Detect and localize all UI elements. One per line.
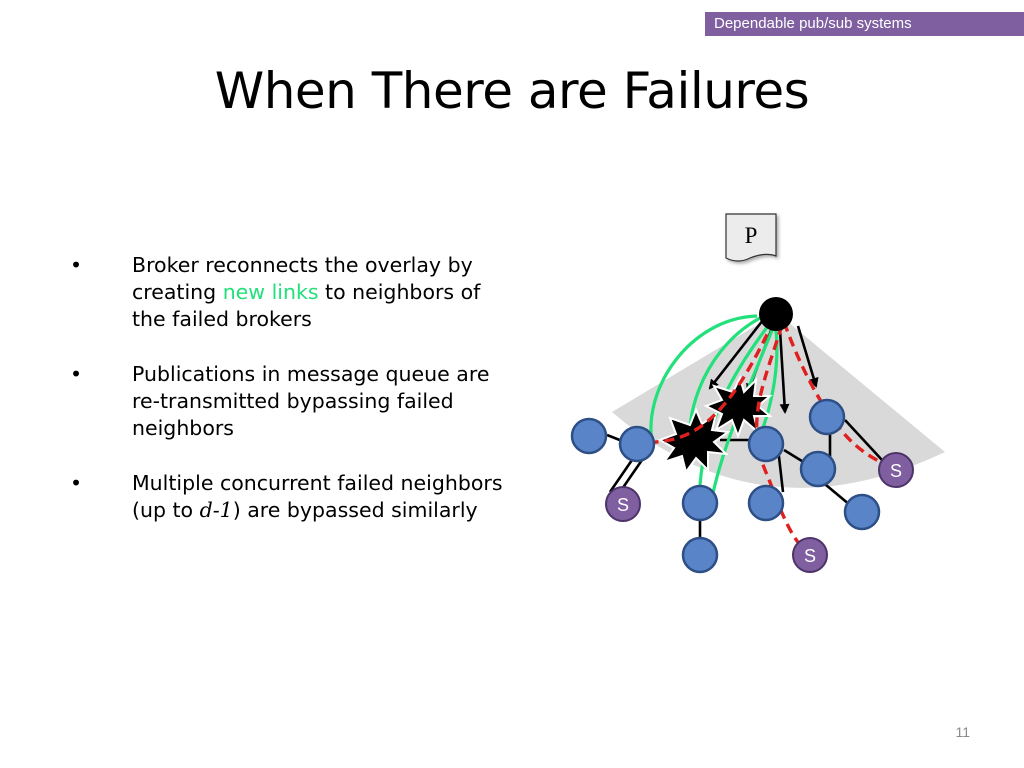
broker-node — [570, 417, 608, 455]
slide-title: When There are Failures — [214, 62, 810, 120]
failure-burst-icon — [657, 375, 773, 475]
broker-node — [618, 425, 656, 463]
broker-node — [681, 536, 719, 574]
bullet-text: Broker reconnects the overlay by creatin… — [132, 253, 473, 304]
subscriber-label: S — [617, 495, 629, 515]
broker-nodes — [570, 398, 881, 574]
new-links-highlight: new links — [222, 280, 319, 304]
broker-node — [747, 425, 785, 463]
bullet-text: Multiple concurrent failed neighbors (up… — [132, 471, 503, 522]
page-number: 11 — [955, 724, 970, 740]
publisher-document-icon — [725, 213, 777, 262]
broker-node — [843, 493, 881, 531]
bullet-item: Publications in message queue are re-tra… — [70, 361, 510, 442]
bullet-list: Broker reconnects the overlay by creatin… — [70, 252, 510, 552]
bullet-text: to neighbors of the failed brokers — [132, 280, 481, 331]
subscriber-label: S — [804, 546, 816, 566]
broker-node — [799, 450, 837, 488]
bullet-item: Multiple concurrent failed neighbors (up… — [70, 470, 510, 524]
broker-node — [808, 398, 846, 436]
bullet-text: Publications in message queue are re-tra… — [132, 362, 490, 440]
root-broker-node — [759, 297, 793, 331]
retransmission-paths — [639, 319, 896, 555]
subscriber-label: S — [890, 461, 902, 481]
bullet-text: ) are bypassed similarly — [232, 498, 478, 522]
publisher-label: P — [745, 223, 758, 248]
bullet-item: Broker reconnects the overlay by creatin… — [70, 252, 510, 333]
broker-node — [747, 484, 785, 522]
header-tag: Dependable pub/sub systems — [705, 12, 1024, 36]
italic-term: d-1 — [199, 498, 233, 522]
subscriber-nodes: S S S — [605, 452, 914, 573]
broker-node — [681, 484, 719, 522]
